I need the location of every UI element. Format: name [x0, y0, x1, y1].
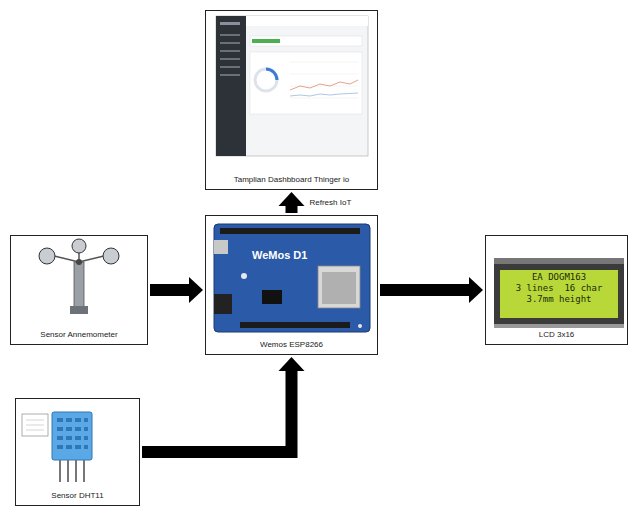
node-label: Wemos ESP8266	[256, 340, 327, 354]
node-label: Tamplian Dashbboard Thinger io	[230, 175, 353, 189]
thick-arrow	[279, 192, 305, 213]
lcd-module	[494, 258, 624, 328]
sensor-box: Sensor DHT11	[15, 398, 140, 506]
anemometer-sensor	[39, 239, 119, 314]
thick-arrow	[150, 277, 203, 303]
dht11-sensor	[22, 412, 92, 482]
wemos-board	[214, 224, 370, 332]
sensor-box: Sensor Annemometer	[10, 235, 148, 345]
node-label: Sensor Annemometer	[36, 330, 121, 344]
thick-arrow	[380, 277, 483, 303]
lcd-text: EA DOGM163	[501, 272, 617, 283]
board-marking: WeMos D1	[252, 250, 307, 260]
node-label: LCD 3x16	[535, 330, 579, 344]
lcd-text: 3 lines 16 char	[501, 283, 617, 294]
edge-label: Refresh IoT	[309, 198, 353, 208]
lcd-text: 3.7mm height	[501, 294, 617, 305]
node-label: Sensor DHT11	[47, 491, 107, 505]
board-box: Wemos ESP8266	[205, 215, 378, 355]
dashboard-box: Tamplian Dashbboard Thinger io	[205, 10, 378, 190]
dashboard-screenshot	[216, 16, 368, 156]
thick-arrow	[142, 357, 305, 452]
